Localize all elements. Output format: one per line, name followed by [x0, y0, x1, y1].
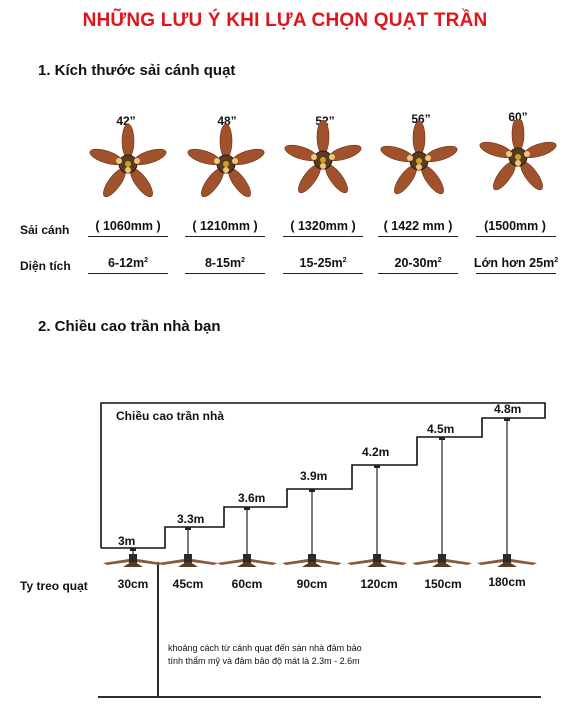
- area-underline: [476, 273, 556, 274]
- section1-heading: 1. Kích thước sải cánh quạt: [38, 62, 236, 79]
- span-value: ( 1422 mm ): [383, 219, 453, 233]
- area-value: 15-25m2: [299, 256, 347, 270]
- step-height: 4.8m: [494, 402, 522, 416]
- hang-rod-label: Ty treo quạt: [20, 579, 88, 593]
- span-value: ( 1060mm ): [95, 219, 161, 233]
- rod-length: 90cm: [296, 577, 328, 591]
- fan-side-icon: [217, 554, 277, 567]
- rod-length: 120cm: [360, 577, 398, 591]
- fan-size-label: 60”: [508, 110, 528, 124]
- span-value: (1500mm ): [484, 219, 546, 233]
- fan-side-icon: [412, 554, 472, 567]
- note-line: tính thẩm mỹ và đảm bảo độ mát là 2.3m -…: [168, 656, 360, 666]
- span-row-label: Sải cánh: [20, 223, 70, 237]
- area-value: 20-30m2: [394, 256, 442, 270]
- section2-heading: 2. Chiều cao trần nhà bạn: [38, 318, 221, 335]
- fan-side-views: [103, 554, 537, 567]
- span-underline: [88, 236, 168, 237]
- area-value: 6-12m2: [107, 256, 149, 270]
- rod-length: 30cm: [117, 577, 149, 591]
- fan-size-label: 48”: [217, 114, 237, 128]
- step-height: 3m: [118, 534, 136, 548]
- area-value: Lớn hơn 25m2: [473, 256, 559, 270]
- area-underline: [283, 273, 363, 274]
- fan-side-icon: [282, 554, 342, 567]
- area-row-label: Diện tích: [20, 259, 71, 273]
- step-height: 4.2m: [362, 445, 390, 459]
- ceiling-height-label: Chiều cao trần nhà: [116, 409, 225, 423]
- span-value: ( 1210mm ): [192, 219, 258, 233]
- span-value: ( 1320mm ): [290, 219, 356, 233]
- rod-length: 60cm: [231, 577, 263, 591]
- rod-length: 150cm: [424, 577, 462, 591]
- span-underline: [283, 236, 363, 237]
- span-underline: [185, 236, 265, 237]
- step-height: 3.3m: [177, 512, 205, 526]
- step-height: 4.5m: [427, 422, 455, 436]
- note-line: khoảng cách từ cánh quạt đến sàn nhà đảm…: [168, 643, 362, 653]
- fan-side-icon: [103, 554, 163, 567]
- fan-side-icon: [477, 554, 537, 567]
- area-value: 8-15m2: [204, 256, 246, 270]
- step-height: 3.9m: [300, 469, 328, 483]
- area-underline: [185, 273, 265, 274]
- fan-side-icon: [158, 554, 218, 567]
- rod-length: 180cm: [488, 575, 526, 589]
- fan-side-icon: [347, 554, 407, 567]
- step-height: 3.6m: [238, 491, 266, 505]
- fan-size-label: 42”: [116, 114, 136, 128]
- rod-length: 45cm: [172, 577, 204, 591]
- page-title: NHỮNG LƯU Ý KHI LỰA CHỌN QUẠT TRẦN: [82, 10, 488, 31]
- area-underline: [378, 273, 458, 274]
- area-underline: [88, 273, 168, 274]
- span-underline: [476, 236, 556, 237]
- clearance-note: khoảng cách từ cánh quạt đến sàn nhà đảm…: [168, 642, 362, 668]
- span-underline: [378, 236, 458, 237]
